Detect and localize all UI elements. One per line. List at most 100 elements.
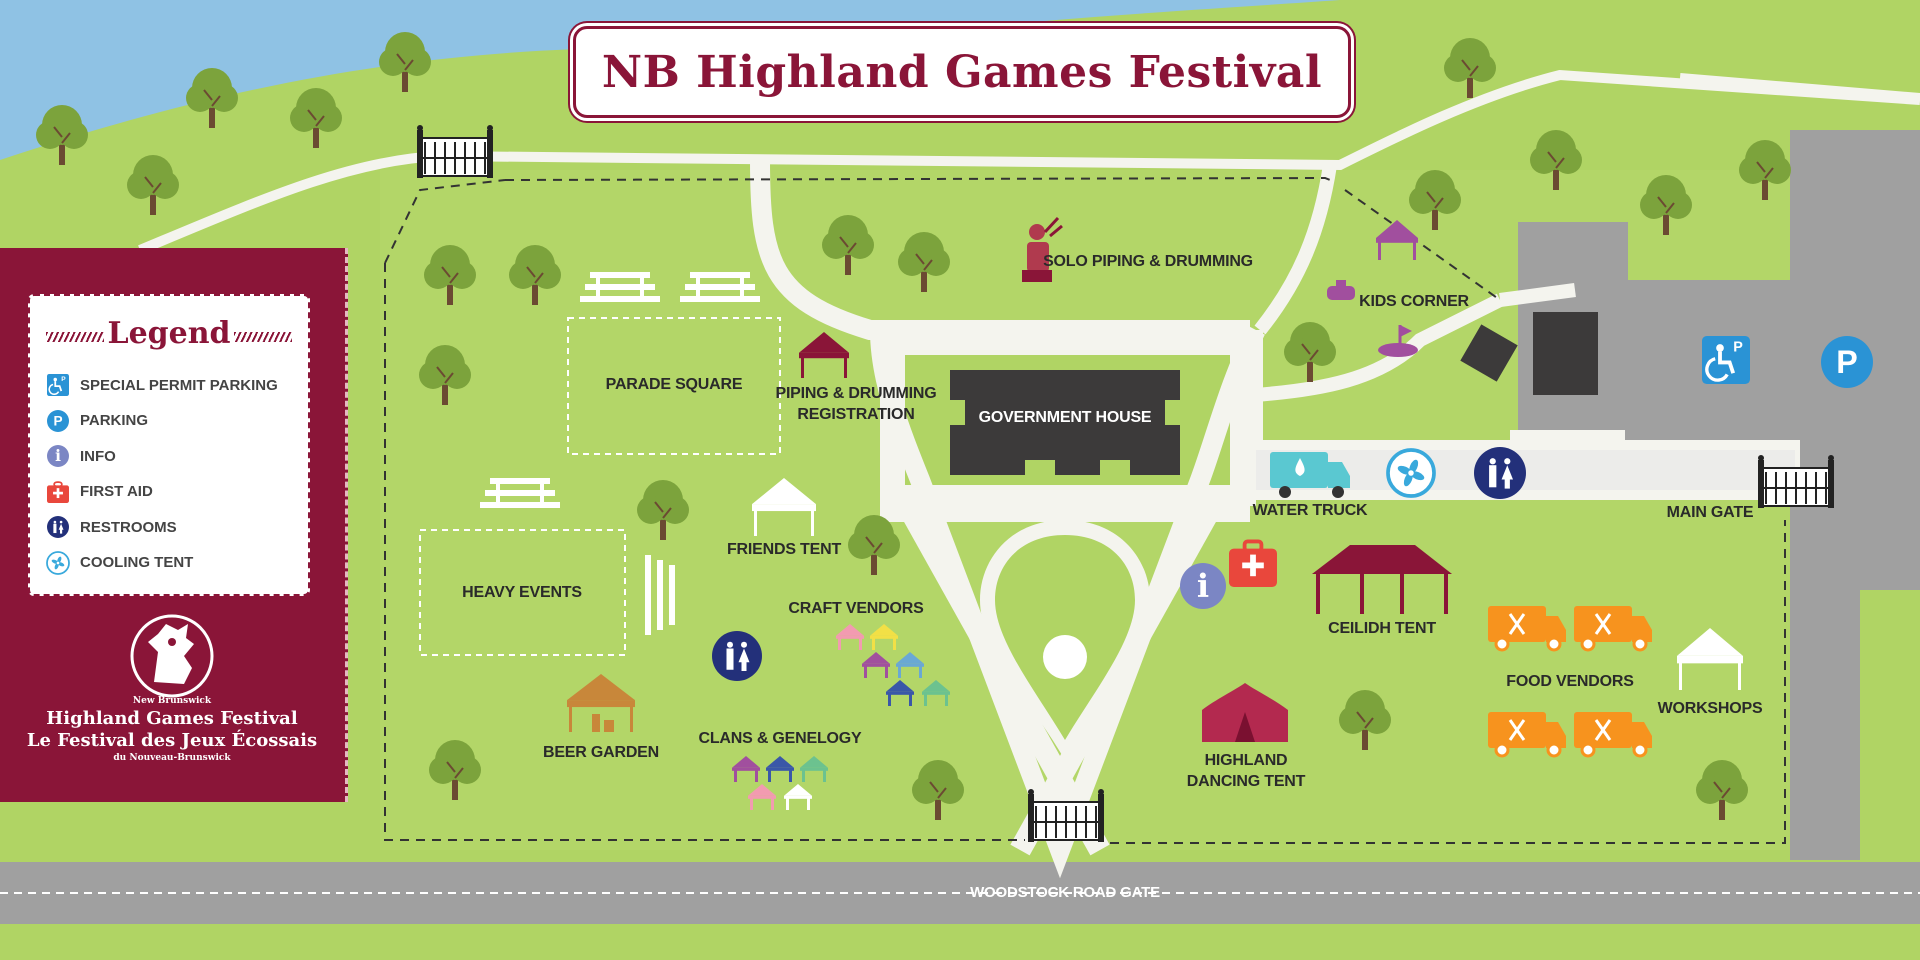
special-permit-parking-icon: P [47,374,69,396]
restrooms-icon [47,516,69,538]
highland-dancing-tent-icon [1202,683,1288,742]
fence-west [384,263,1025,841]
parade-square-area [567,317,781,455]
tree-icon [424,245,476,305]
legend-item: Cooling Tent [46,550,193,576]
beer-garden-tent-icon [567,674,635,732]
svg-text:P: P [53,413,62,428]
label-woodstock-gate: Woodstock Road Gate [970,884,1160,901]
legend-item: Restrooms [46,514,177,540]
gate-icon [1028,789,1104,842]
label-beer-garden: Beer Garden [542,744,660,761]
legend-item-label: Cooling Tent [80,554,194,571]
parking-lot-b [1620,280,1920,450]
vendor-tent-icon [886,680,914,706]
label-heavy-events: Heavy Events [462,584,582,601]
tree-icon [1444,38,1496,98]
restrooms-icon [1474,447,1526,499]
svg-text:P: P [61,376,66,383]
bleachers [480,272,760,635]
registration-tent-icon [799,332,849,378]
special-permit-parking-icon: P [46,373,70,397]
parking-icon: P [1821,336,1873,388]
parking-icon: P [46,409,70,433]
tree-icon [36,105,88,165]
first-aid-icon [47,480,69,503]
tree-icon [1284,322,1336,382]
tree-icon [290,88,342,148]
workshops-tent-icon [1677,628,1743,690]
logo-line-4: du Nouveau-Brunswick [113,753,231,763]
cooling-tent-icon [46,550,70,575]
label-clans-genealogy: Clans & Genelogy [698,730,862,747]
tree-icon [186,68,238,128]
food-truck-icon [1488,712,1566,758]
label-workshops: Workshops [1657,700,1763,717]
legend-item: P Parking [46,408,148,434]
restrooms-icon [712,631,762,681]
heavy-events-area [419,529,626,656]
flagpole-circle [1043,635,1087,679]
legend-item-label: Info [80,447,116,465]
trees [36,32,1791,820]
fence-east [1110,520,1786,844]
logo-line-1: New Brunswick [132,696,212,706]
label-ceilidh-tent: Ceilidh Tent [1328,620,1436,637]
vendor-tent-icon [784,784,812,810]
upper-loop-path [750,159,1250,340]
legend-item-label: First Aid [80,483,153,500]
svg-text:P: P [1733,340,1743,356]
legend-item-label: Special Permit Parking [80,376,278,394]
food-truck-icon [1574,606,1652,652]
label-highland-dancing: Highland Dancing Tent [1186,752,1306,790]
kids-tent-icon [1376,220,1418,260]
page-title: NB Highland Games Festival [601,46,1323,98]
legend-item: P Special Permit Parking [46,372,278,398]
tree-icon [637,480,689,540]
government-house-building [950,370,1180,475]
vendor-tent-icon [732,756,760,782]
tree-icon [509,245,561,305]
svg-text:P: P [1836,344,1858,380]
south-path-a [900,504,1110,856]
tree-icon [429,740,481,800]
curling-stone-icon [1327,280,1355,300]
vendor-tent-icon [836,624,864,650]
label-parade-square: Parade Square [605,376,743,393]
tree-icon [1339,690,1391,750]
first-aid-icon [46,480,70,504]
vendor-tent-icon [766,756,794,782]
festival-logo: New Brunswick Highland Games Festival Le… [16,612,328,772]
tree-icon [848,515,900,575]
parking-icon: P [47,409,69,432]
info-icon: i [1180,563,1226,609]
info-icon: i [47,445,69,467]
legend-item-label: Parking [80,412,149,429]
label-kids-corner: Kids Corner [1359,293,1469,310]
map-icons: P Pi [567,216,1873,810]
svg-text:i: i [1197,566,1209,604]
tree-icon [1530,130,1582,190]
tree-icon [1409,170,1461,230]
tree-icon [127,155,179,215]
vendor-tent-icon [896,652,924,678]
cooling-tent-icon [1386,448,1436,498]
legend-item-label: Restrooms [80,518,177,536]
gates [417,125,1834,842]
label-food-vendors: Food Vendors [1506,673,1634,690]
beer-icon [592,714,614,732]
label-water-truck: Water Truck [1252,502,1368,519]
label-piping-registration: Piping & Drumming Registration [775,385,937,423]
vendor-tent-icon [870,624,898,650]
friends-tent-icon [752,478,816,536]
label-main-gate: Main Gate [1666,504,1754,521]
tree-icon [1696,760,1748,820]
title-banner: NB Highland Games Festival [573,26,1351,118]
special-permit-parking-icon: P [1702,336,1750,384]
label-friends-tent: Friends Tent [726,541,842,558]
tree-icon [912,760,964,820]
water-truck-icon [1270,452,1350,498]
first-aid-icon [1229,539,1277,587]
gate-icon [417,125,493,178]
